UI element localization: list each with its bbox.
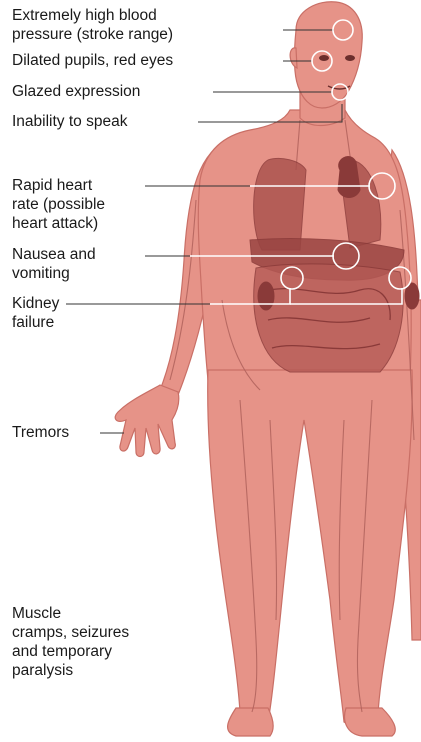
- label-pupils: Dilated pupils, red eyes: [12, 51, 173, 70]
- label-tremors: Tremors: [12, 423, 69, 442]
- label-glazed: Glazed expression: [12, 82, 140, 101]
- label-kidney: Kidney failure: [12, 294, 59, 332]
- label-speak: Inability to speak: [12, 112, 127, 131]
- label-blood-pressure: Extremely high blood pressure (stroke ra…: [12, 6, 173, 44]
- label-muscle: Muscle cramps, seizures and temporary pa…: [12, 604, 129, 680]
- label-heart: Rapid heart rate (possible heart attack): [12, 176, 105, 233]
- label-nausea: Nausea and vomiting: [12, 245, 96, 283]
- left-lung: [254, 158, 306, 250]
